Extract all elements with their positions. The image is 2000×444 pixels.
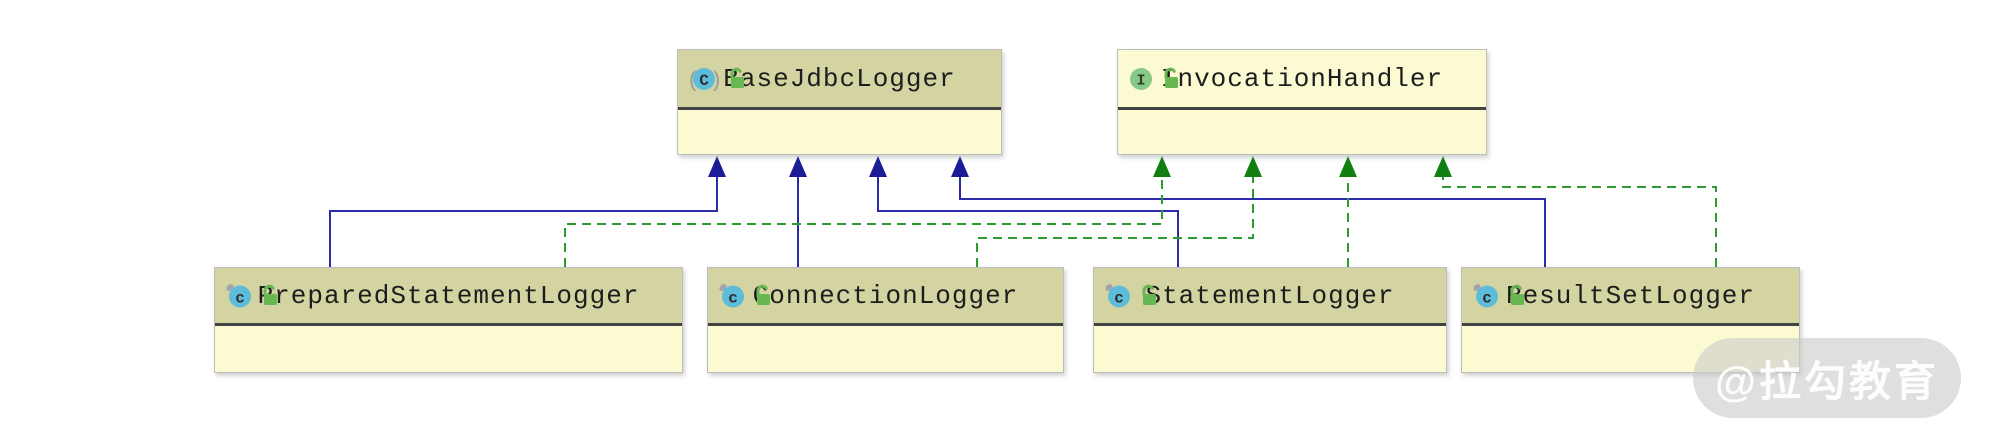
node-header: I InvocationHandler xyxy=(1118,50,1486,107)
uml-node-basejdbclogger[interactable]: ( C ) BaseJdbcLogger xyxy=(677,49,1002,155)
svg-text:C: C xyxy=(699,72,709,90)
node-members-section xyxy=(215,326,682,372)
node-members-section xyxy=(1118,110,1486,154)
arrowhead-extends xyxy=(708,156,726,177)
edge-stl-extends-base xyxy=(877,158,1179,267)
arrowhead-implements xyxy=(1434,156,1452,177)
class-name-label: PreparedStatementLogger xyxy=(257,280,640,311)
arrowhead-extends xyxy=(789,156,807,177)
class-name-label: BaseJdbcLogger xyxy=(723,63,956,94)
node-header: ( C ) BaseJdbcLogger xyxy=(678,50,1001,107)
arrowhead-extends xyxy=(869,156,887,177)
svg-text:c: c xyxy=(1114,289,1124,307)
uml-node-connectionlogger[interactable]: c ConnectionLogger xyxy=(707,267,1064,373)
svg-text:I: I xyxy=(1136,72,1145,89)
public-open-lock-icon xyxy=(1510,284,1524,305)
edge-psl-extends-base xyxy=(329,158,718,267)
class-icon: c xyxy=(1473,283,1498,307)
public-open-lock-icon xyxy=(263,284,277,305)
uml-node-invocationhandler[interactable]: I InvocationHandler xyxy=(1117,49,1487,155)
class-icon: c xyxy=(719,283,744,307)
public-open-lock-icon xyxy=(1164,67,1178,88)
edge-rsl-extends-base xyxy=(959,158,1546,267)
edge-psl-implements-handler xyxy=(564,158,1163,267)
class-name-label: ResultSetLogger xyxy=(1505,280,1756,311)
svg-text:c: c xyxy=(235,289,245,307)
public-open-lock-icon xyxy=(730,67,744,88)
arrowhead-implements xyxy=(1153,156,1171,177)
svg-text:c: c xyxy=(1482,289,1492,307)
node-header: c StatementLogger xyxy=(1094,268,1446,323)
class-icon: c xyxy=(226,283,251,307)
header-body-divider xyxy=(708,323,1063,326)
arrowhead-extends xyxy=(951,156,969,177)
header-body-divider xyxy=(1118,107,1486,110)
uml-node-resultsetlogger[interactable]: c ResultSetLogger xyxy=(1461,267,1800,373)
node-members-section xyxy=(678,110,1001,154)
header-body-divider xyxy=(1462,323,1799,326)
header-body-divider xyxy=(215,323,682,326)
node-members-section xyxy=(708,326,1063,372)
interface-name-label: InvocationHandler xyxy=(1160,63,1444,94)
public-open-lock-icon xyxy=(756,284,770,305)
public-open-lock-icon xyxy=(1142,284,1156,305)
class-name-label: ConnectionLogger xyxy=(752,280,1019,311)
node-header: c PreparedStatementLogger xyxy=(215,268,682,323)
edge-rsl-implements-handler xyxy=(1442,158,1717,267)
node-members-section xyxy=(1462,326,1799,372)
node-header: c ResultSetLogger xyxy=(1462,268,1799,323)
svg-text:): ) xyxy=(713,66,720,91)
uml-node-preparedstatementlogger[interactable]: c PreparedStatementLogger xyxy=(214,267,683,373)
header-body-divider xyxy=(678,107,1001,110)
header-body-divider xyxy=(1094,323,1446,326)
edge-cl-implements-handler xyxy=(976,158,1254,267)
abstract-class-icon: ( C ) xyxy=(689,66,720,91)
class-icon: c xyxy=(1105,283,1130,307)
arrowhead-implements xyxy=(1339,156,1357,177)
arrowhead-implements xyxy=(1244,156,1262,177)
svg-text:c: c xyxy=(728,289,738,307)
class-name-label: StatementLogger xyxy=(1145,280,1395,311)
node-members-section xyxy=(1094,326,1446,372)
node-header: c ConnectionLogger xyxy=(708,268,1063,323)
interface-icon: I xyxy=(1130,67,1152,90)
uml-node-statementlogger[interactable]: c StatementLogger xyxy=(1093,267,1447,373)
